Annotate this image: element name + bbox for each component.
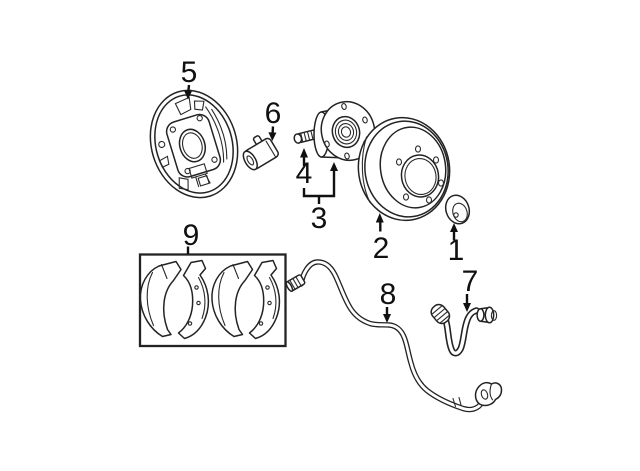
part-wheel-cylinder[interactable] <box>237 131 280 172</box>
part-brake-line[interactable] <box>285 259 503 413</box>
part-brake-hose[interactable] <box>429 302 498 357</box>
callout-9[interactable]: 9 <box>183 219 200 254</box>
callout-2[interactable]: 2 <box>373 213 390 265</box>
brake-line-end-fitting <box>474 381 503 407</box>
callout-4[interactable]: 4 <box>296 148 313 190</box>
callout-6[interactable]: 6 <box>265 97 282 141</box>
callout-6-label: 6 <box>265 97 282 130</box>
callout-5-label: 5 <box>181 56 198 89</box>
callout-3-label: 3 <box>311 202 328 235</box>
callout-5[interactable]: 5 <box>181 56 198 100</box>
callout-8[interactable]: 8 <box>380 278 397 323</box>
callout-1[interactable]: 1 <box>448 223 465 267</box>
part-brake-drum[interactable] <box>351 111 457 227</box>
part-hub-assembly[interactable] <box>313 96 381 167</box>
part-grease-cap[interactable] <box>442 192 473 227</box>
callout-9-label: 9 <box>183 219 200 252</box>
callout-3[interactable]: 3 <box>302 162 338 235</box>
callout-8-label: 8 <box>380 278 397 311</box>
callout-7-label: 7 <box>462 265 479 298</box>
callout-4-label: 4 <box>296 157 313 190</box>
part-brake-shoe-set-box[interactable] <box>138 253 287 348</box>
callout-7[interactable]: 7 <box>462 265 479 312</box>
part-brake-backing-plate[interactable] <box>137 79 250 208</box>
brake-line-tube-nut <box>285 274 306 293</box>
callout-2-label: 2 <box>373 232 390 265</box>
brake-hose-end-cap <box>430 303 451 325</box>
part-wheel-stud[interactable] <box>293 129 318 144</box>
brake-hose-fitting <box>476 306 498 324</box>
callout-1-label: 1 <box>448 234 465 267</box>
